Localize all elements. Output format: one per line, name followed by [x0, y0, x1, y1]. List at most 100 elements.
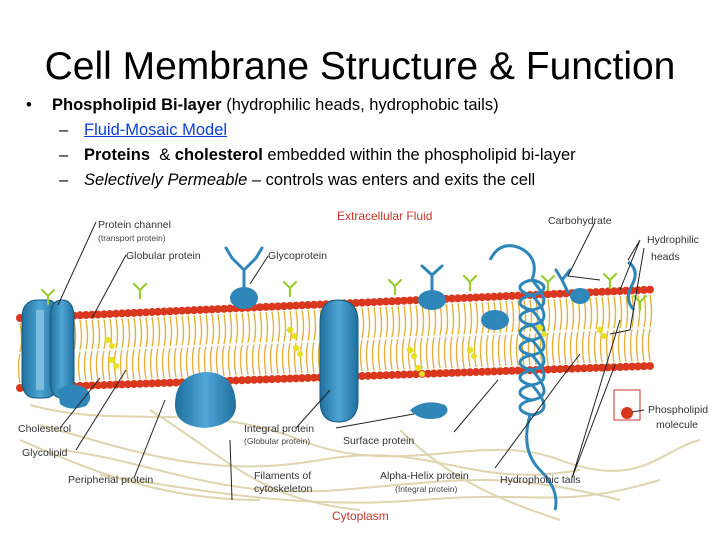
hydrophilic-head	[352, 298, 360, 307]
hydrophilic-head	[130, 380, 138, 389]
hydrophilic-head	[262, 375, 270, 384]
hydrophobic-tail	[419, 337, 423, 370]
hydrophobic-tail	[475, 302, 479, 334]
hydrophilic-head	[478, 367, 486, 376]
hydrophobic-tail	[269, 343, 273, 375]
hydrophilic-head	[646, 285, 654, 294]
hydrophobic-tail	[131, 349, 135, 380]
carbohydrate-chain	[540, 274, 556, 292]
hydrophobic-tail	[515, 333, 519, 366]
alpha-integral-label: (Integral protein)	[395, 484, 458, 494]
hydrophobic-tail	[155, 348, 159, 379]
hydrophilic-head	[88, 310, 96, 319]
cholesterol-label: Cholesterol	[18, 423, 71, 435]
hydrophilic-head	[550, 365, 558, 374]
hydrophobic-tail	[623, 329, 627, 362]
hydrophilic-head	[490, 367, 498, 376]
hydrophilic-head	[286, 374, 294, 383]
hydrophilic-head	[514, 291, 522, 300]
hydrophobic-tail	[85, 319, 89, 350]
cholesterol-molecule	[109, 343, 115, 349]
fluid-mosaic-link[interactable]: Fluid-Mosaic Model	[84, 121, 228, 139]
hydrophilic-head	[388, 297, 396, 306]
hydrophobic-tail	[599, 330, 603, 363]
hydrophobic-tail	[167, 347, 171, 378]
hydrophobic-tail	[545, 332, 549, 365]
hydrophilic-head	[298, 374, 306, 383]
hydrophobic-tail	[97, 319, 101, 350]
hydrophobic-tail	[509, 334, 513, 366]
hydrophilic-head	[508, 291, 516, 300]
hydrophobic-tail	[385, 306, 389, 338]
hydrophobic-tail	[175, 315, 179, 346]
hydrophilic-head	[166, 378, 174, 387]
hydrophobic-tail	[313, 309, 317, 341]
hydrophobic-tail	[383, 339, 387, 371]
hydrophobic-tail	[455, 336, 459, 368]
cholesterol-molecules	[104, 324, 607, 377]
hydrophobic-tail	[589, 297, 593, 330]
hydrophilic-head	[364, 298, 372, 307]
surface-protein-label: Surface protein	[343, 435, 414, 447]
hydrophobic-tail	[271, 311, 275, 343]
hydrophobic-tail	[361, 307, 365, 339]
hydrophobic-tails-label: Hydrophobic tails	[500, 474, 581, 486]
filaments-label: Filaments of	[254, 470, 311, 482]
hydrophobic-tail	[149, 348, 153, 379]
hydrophilic-head	[556, 289, 564, 298]
hydrophilic-head	[592, 363, 600, 372]
ampersand: &	[150, 146, 175, 164]
hydrophobic-tail	[407, 338, 411, 370]
alpha-helix-protein	[488, 244, 637, 511]
hydrophilic-head	[514, 366, 522, 375]
hydrophobic-tail	[469, 302, 473, 335]
hydrophilic-head	[280, 302, 288, 311]
sub-bullet-proteins: – Proteins & cholesterol embedded within…	[26, 143, 706, 168]
hydrophilic-head	[610, 287, 618, 296]
slide-title: Cell Membrane Structure & Function	[44, 45, 676, 88]
hydrophobic-tail	[371, 339, 375, 371]
hydrophilic-head	[106, 309, 114, 318]
hydrophilic-head	[586, 364, 594, 373]
hydrophilic-head	[484, 292, 492, 301]
hydrophilic-head	[370, 371, 378, 380]
callout-lines	[57, 221, 645, 501]
hydrophilic-head	[646, 361, 654, 370]
hydrophobic-tail	[199, 314, 203, 345]
hydrophobic-tail	[197, 346, 201, 377]
cholesterol-molecule	[411, 353, 417, 359]
hydrophilic-head	[502, 292, 510, 301]
hydrophobic-tail	[451, 303, 455, 335]
hydrophilic-head	[376, 297, 384, 306]
sub-bullet-fluid-mosaic: – Fluid-Mosaic Model	[26, 118, 706, 143]
heads-label: heads	[651, 251, 680, 263]
bullet-bold-text: Phospholipid Bi-layer	[52, 96, 222, 114]
hydrophilic-head	[544, 290, 552, 299]
hydrophobic-tail	[221, 345, 225, 376]
hydrophobic-tail	[463, 302, 467, 335]
hydrophilic-head	[400, 296, 408, 305]
hydrophobic-tail	[449, 336, 453, 368]
hydrophobic-tail	[595, 296, 599, 330]
permeable-text: – controls was enters and exits the cell	[247, 171, 536, 189]
hydrophobic-tail	[245, 344, 249, 376]
hydrophilic-head	[550, 289, 558, 298]
protein-channel	[21, 299, 75, 399]
hydrophilic-head	[160, 378, 168, 387]
hydrophobic-tail	[287, 343, 291, 374]
cholesterol-molecule	[414, 364, 422, 372]
cytoskeleton-label: cytoskeleton	[254, 483, 313, 495]
hydrophilic-head	[124, 380, 132, 389]
hydrophobic-tail	[235, 313, 239, 344]
hydrophilic-head	[310, 373, 318, 382]
hydrophobic-tail	[587, 331, 591, 364]
hydrophobic-tail	[569, 331, 573, 364]
hydrophobic-tail	[127, 318, 131, 348]
hydrophobic-tail	[551, 332, 555, 365]
hydrophobic-tail	[187, 315, 191, 346]
hydrophilic-head	[76, 311, 84, 320]
hydrophilic-head	[562, 364, 570, 373]
hydrophobic-tail	[565, 298, 569, 331]
carbohydrate-chain	[132, 282, 148, 300]
hydrophobic-tail	[241, 312, 245, 344]
